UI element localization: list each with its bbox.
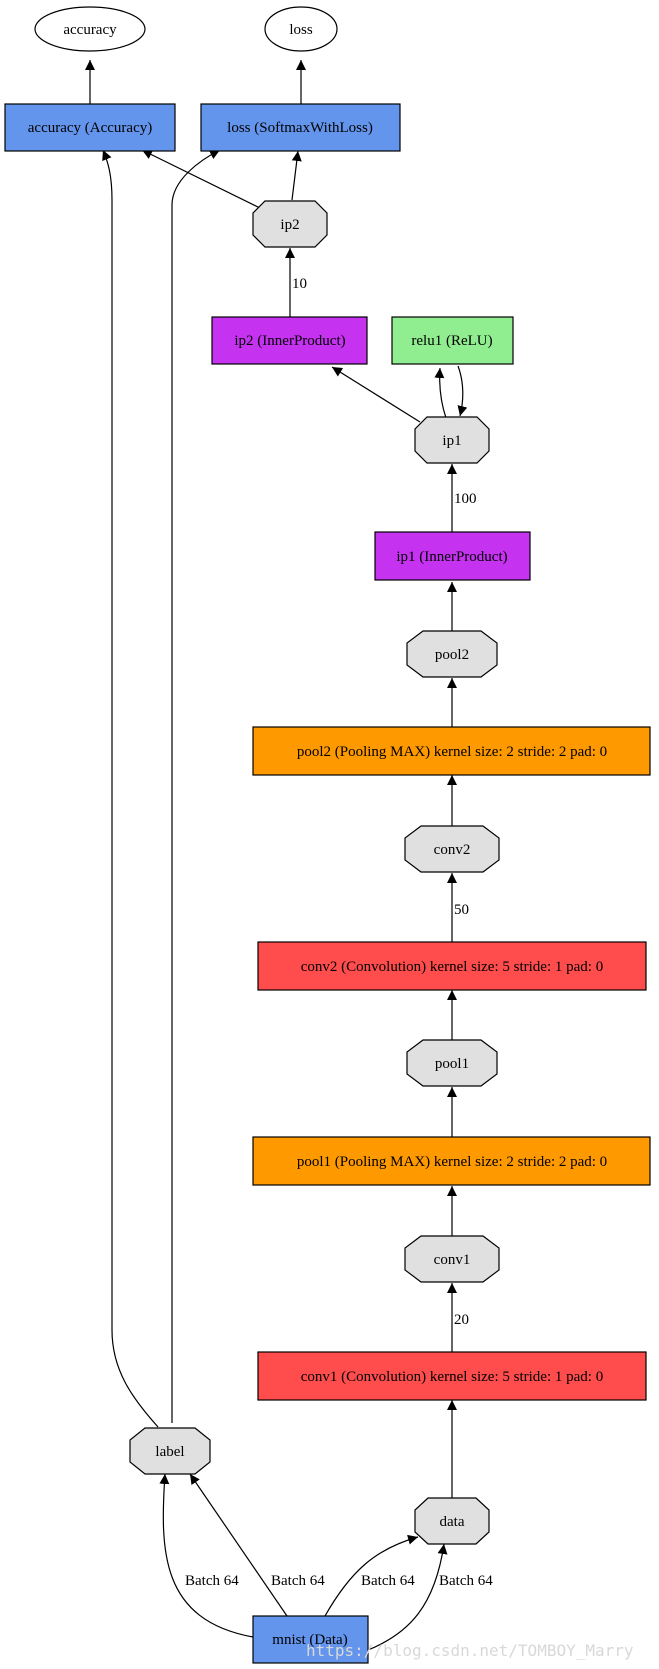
conv1-layer-node: conv1 (Convolution) kernel size: 5 strid… — [257, 1351, 647, 1401]
data-blob-node: data — [414, 1497, 490, 1545]
loss-output-node: loss — [264, 6, 338, 52]
accuracy-layer-label: accuracy (Accuracy) — [28, 120, 152, 136]
label-blob-node: label — [129, 1427, 211, 1475]
conv2-layer-node: conv2 (Convolution) kernel size: 5 strid… — [257, 941, 647, 991]
edge-ip1-to-ip2-layer — [331, 366, 421, 423]
edge-label-conv1-20: 20 — [454, 1312, 469, 1328]
conv2-blob-node: conv2 — [404, 825, 500, 873]
watermark-text: https://blog.csdn.net/TOMBOY_Marry — [306, 1641, 634, 1660]
relu1-layer-node: relu1 (ReLU) — [391, 316, 514, 365]
conv1-blob-node: conv1 — [404, 1235, 500, 1283]
ip1-layer-node: ip1 (InnerProduct) — [374, 531, 531, 581]
conv1-blob-label: conv1 — [434, 1252, 471, 1268]
pool1-layer-label: pool1 (Pooling MAX) kernel size: 2 strid… — [297, 1154, 607, 1170]
blob-nodes: ip2 ip1 pool2 conv2 pool1 conv1 label d — [129, 200, 500, 1545]
loss-layer-node: loss (SoftmaxWithLoss) — [200, 103, 401, 152]
loss-output-label: loss — [289, 22, 313, 38]
edge-label-batch-64-3: Batch 64 — [361, 1573, 415, 1589]
ip2-layer-label: ip2 (InnerProduct) — [234, 333, 345, 349]
edge-mnist-to-data-1 — [324, 1534, 419, 1617]
accuracy-output-node: accuracy — [34, 6, 146, 52]
ip2-blob-label: ip2 — [280, 217, 299, 233]
conv2-layer-label: conv2 (Convolution) kernel size: 5 strid… — [301, 959, 603, 975]
edge-ip2-to-loss — [291, 150, 302, 201]
data-blob-label: data — [440, 1514, 465, 1530]
edge-label-to-loss — [171, 149, 221, 1423]
edge-ip2-to-accuracy — [141, 149, 267, 212]
ip1-blob-label: ip1 — [442, 433, 461, 449]
edge-label-to-accuracy — [102, 149, 159, 1428]
output-nodes: accuracy loss — [34, 6, 338, 52]
edge-mnist-to-label-1 — [159, 1473, 254, 1638]
ip1-blob-node: ip1 — [414, 416, 490, 464]
conv1-layer-label: conv1 (Convolution) kernel size: 5 strid… — [301, 1369, 603, 1385]
pool1-blob-node: pool1 — [406, 1039, 498, 1087]
pool2-blob-node: pool2 — [406, 630, 498, 678]
pool1-blob-label: pool1 — [435, 1056, 469, 1072]
edge-label-batch-64-4: Batch 64 — [439, 1573, 493, 1589]
edge-ip1-to-relu1 — [434, 367, 447, 419]
mnist-data-layer-node: mnist (Data) — [252, 1615, 369, 1664]
label-blob-label: label — [155, 1444, 184, 1460]
accuracy-layer-node: accuracy (Accuracy) — [4, 103, 176, 152]
edge-label-conv2-50: 50 — [454, 902, 469, 918]
mnist-data-layer-label: mnist (Data) — [272, 1632, 347, 1648]
pool1-layer-node: pool1 (Pooling MAX) kernel size: 2 strid… — [252, 1136, 651, 1186]
accuracy-output-label: accuracy — [63, 22, 117, 38]
edge-label-batch-64-2: Batch 64 — [271, 1573, 325, 1589]
relu1-layer-label: relu1 (ReLU) — [411, 333, 492, 349]
edge-label-ip1-100: 100 — [454, 491, 477, 507]
ip1-layer-label: ip1 (InnerProduct) — [396, 549, 507, 565]
conv2-blob-label: conv2 — [434, 842, 471, 858]
edge-relu1-to-ip1 — [457, 365, 468, 417]
loss-layer-label: loss (SoftmaxWithLoss) — [227, 120, 373, 136]
edge-mnist-to-label-2 — [189, 1473, 288, 1617]
edge-label-batch-64-1: Batch 64 — [185, 1573, 239, 1589]
layer-nodes: accuracy (Accuracy) loss (SoftmaxWithLos… — [4, 103, 651, 1664]
edge-labels: 10 100 50 20 Batch 64 Batch 64 Batch 64 … — [185, 276, 493, 1589]
pool2-layer-label: pool2 (Pooling MAX) kernel size: 2 strid… — [297, 744, 607, 760]
ip2-layer-node: ip2 (InnerProduct) — [211, 316, 368, 365]
ip2-blob-node: ip2 — [252, 200, 328, 248]
edge-mnist-to-data-2 — [367, 1543, 448, 1651]
edges — [85, 60, 468, 1651]
pool2-blob-label: pool2 — [435, 647, 469, 663]
pool2-layer-node: pool2 (Pooling MAX) kernel size: 2 strid… — [252, 726, 651, 776]
edge-label-ip2-10: 10 — [292, 276, 307, 292]
